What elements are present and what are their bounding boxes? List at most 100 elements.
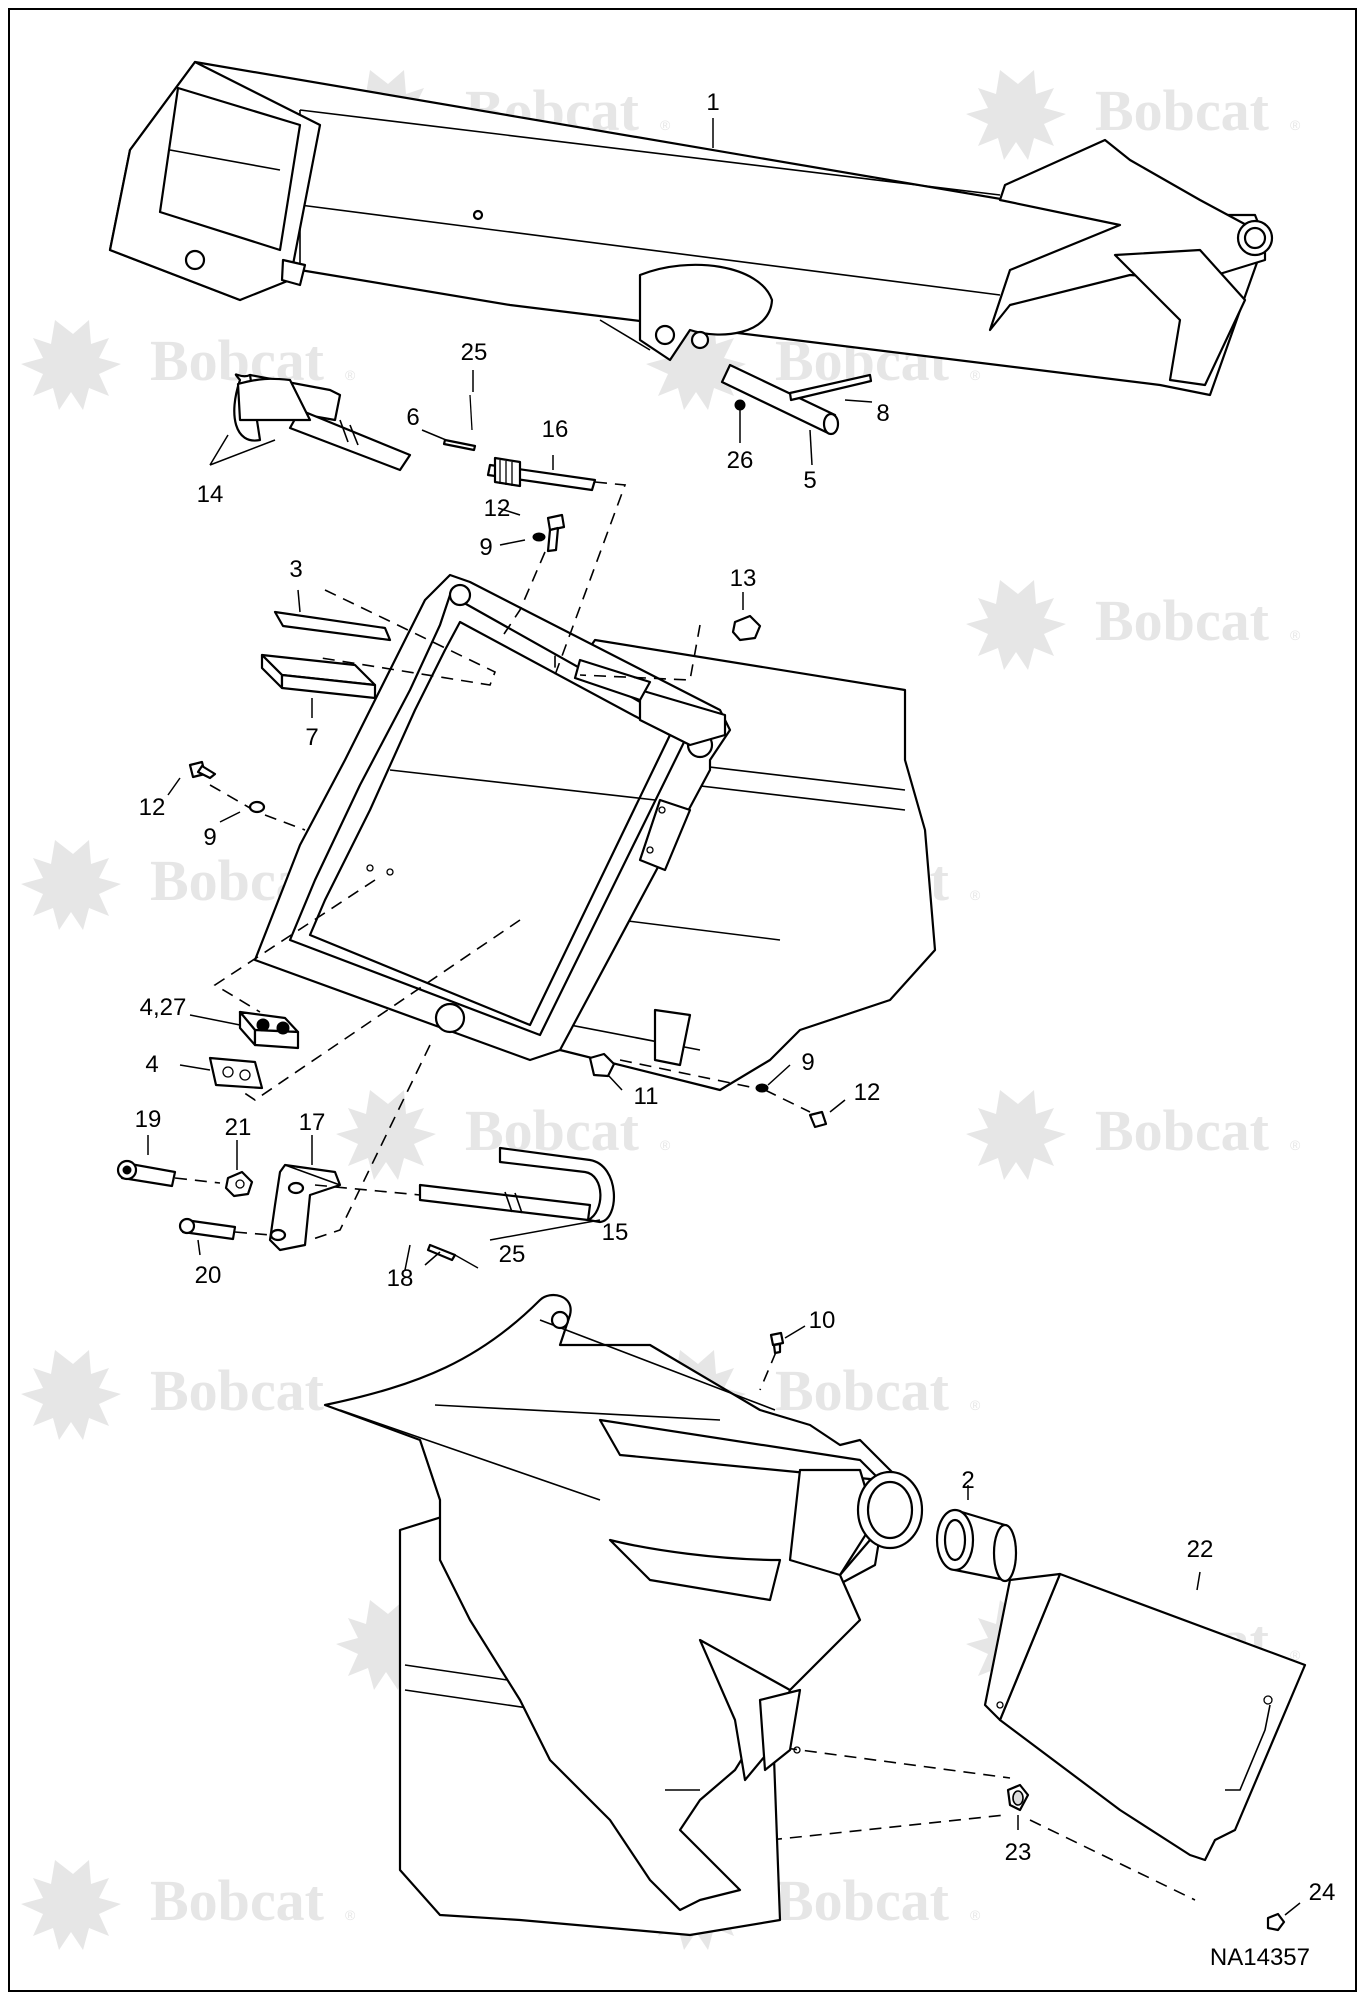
watermark-registered-mark: ®: [660, 1137, 671, 1153]
spacer-part-23: [1006, 1783, 1030, 1812]
boom-lower-section: [323, 1293, 924, 1937]
cover-plate-part-22: [983, 1572, 1307, 1862]
plate-part-4-27: [238, 1010, 300, 1050]
callout-17: 17: [299, 1109, 326, 1136]
callout-6: 6: [406, 404, 419, 431]
pin-part-6: [442, 438, 477, 452]
callout-12-right: 12: [854, 1079, 881, 1106]
strap-part-14: [233, 373, 412, 472]
plate-part-3: [273, 610, 392, 642]
watermark-registered-mark: ®: [1290, 117, 1301, 133]
callout-12-upper: 12: [484, 495, 511, 522]
bolt-part-19: [116, 1159, 177, 1188]
callout-21: 21: [225, 1114, 252, 1141]
watermark-registered-mark: ®: [660, 117, 671, 133]
bobcat-logo-icon: [966, 580, 1066, 670]
callout-13: 13: [730, 565, 757, 592]
callout-9-left: 9: [203, 824, 216, 851]
watermark-registered-mark: ®: [345, 1907, 356, 1923]
bracket-part-17: [268, 1163, 342, 1252]
callout-12-left: 12: [139, 794, 166, 821]
strap-part-15: [418, 1146, 616, 1224]
callout-14: 14: [197, 481, 224, 508]
bushing-part-2: [935, 1508, 1018, 1583]
watermark-registered-mark: ®: [1290, 1137, 1301, 1153]
callout-16: 16: [542, 416, 569, 443]
bobcat-watermark: Bobcat®: [21, 1350, 356, 1440]
callout-19: 19: [135, 1106, 162, 1133]
watermark-registered-mark: ®: [970, 1397, 981, 1413]
hardware-right: [588, 1052, 828, 1129]
lock-part-26: [734, 399, 746, 411]
callout-3: 3: [289, 556, 302, 583]
bobcat-watermark: Bobcat ®: [966, 580, 1301, 670]
callout-9-upper: 9: [479, 534, 492, 561]
drawing-code: NA14357: [1210, 1944, 1310, 1971]
bobcat-logo-icon: [21, 840, 121, 930]
bolt-part-20: [178, 1217, 237, 1241]
watermark-brand-text: Bobcat: [150, 1868, 325, 1933]
watermark-brand-text: Bobcat: [150, 1358, 325, 1423]
callout-9-right: 9: [801, 1049, 814, 1076]
bobcat-logo-icon: [966, 70, 1066, 160]
callout-26: 26: [727, 447, 754, 474]
boom-arm-part-1: [108, 60, 1274, 397]
callout-24: 24: [1309, 1879, 1336, 1906]
bolt-part-24: [1266, 1912, 1286, 1932]
pin-part-25-upper: [469, 394, 473, 431]
callout-4-27: 4,27: [140, 994, 187, 1021]
nut-part-21: [224, 1170, 254, 1198]
bobcat-logo-icon: [966, 1090, 1066, 1180]
callout-4: 4: [145, 1051, 158, 1078]
callout-10: 10: [809, 1307, 836, 1334]
watermark-brand-text: Bobcat: [465, 1098, 640, 1163]
callout-15: 15: [602, 1219, 629, 1246]
pivot-pin-part-5: [720, 363, 873, 436]
pin-part-8: [788, 373, 873, 402]
mount-frame: [253, 573, 732, 1067]
bobcat-logo-icon: [21, 1350, 121, 1440]
bobcat-logo-icon: [21, 320, 121, 410]
watermark-brand-text: Bobcat: [1095, 78, 1270, 143]
grease-fitting-part-10: [759, 1331, 785, 1391]
callout-labels: 1 25 6 16 14 8 26 5 12 9 13 3 7 12 9 4,2…: [135, 89, 1336, 1906]
callout-7: 7: [305, 724, 318, 751]
watermark-brand-text: Bobcat: [775, 1868, 950, 1933]
watermark-registered-mark: ®: [345, 367, 356, 383]
watermark-registered-mark: ®: [1290, 1647, 1301, 1663]
callout-20: 20: [195, 1262, 222, 1289]
callout-2: 2: [961, 1467, 974, 1494]
pin-part-18: [426, 1243, 457, 1262]
spring-pin-part-16: [442, 438, 597, 492]
hardware-upper: [532, 513, 762, 642]
callout-18: 18: [387, 1265, 414, 1292]
hardware-left: [188, 760, 266, 814]
bobcat-watermark: Bobcat ®: [21, 1860, 356, 1950]
callout-22: 22: [1187, 1536, 1214, 1563]
callout-1: 1: [706, 89, 719, 116]
callout-25-lower: 25: [499, 1241, 526, 1268]
assembly-lines: [174, 481, 1196, 1901]
leader-lines: [147, 118, 1301, 1916]
bobcat-watermark: Bobcat ®: [966, 70, 1301, 160]
callout-25-upper: 25: [461, 339, 488, 366]
watermark-registered-mark: ®: [970, 887, 981, 903]
bobcat-logo-icon: [21, 1860, 121, 1950]
callout-23: 23: [1005, 1839, 1032, 1866]
callout-11: 11: [634, 1083, 659, 1110]
watermark-brand-text: Bobcat: [1095, 588, 1270, 653]
watermark-registered-mark: ®: [970, 1907, 981, 1923]
watermark-registered-mark: ®: [1290, 627, 1301, 643]
bobcat-watermark: Bobcat ®: [966, 1090, 1301, 1180]
watermark-brand-text: Bobcat: [775, 1358, 950, 1423]
watermark-registered-mark: ®: [970, 367, 981, 383]
bobcat-watermark: Bobcat ®: [21, 320, 356, 410]
pin-part-25-lower: [454, 1254, 479, 1269]
watermark-brand-text: Bobcat: [150, 328, 325, 393]
callout-8: 8: [876, 400, 889, 427]
callout-5: 5: [803, 467, 816, 494]
plate-part-4: [208, 1056, 264, 1090]
watermark-brand-text: Bobcat: [1095, 1098, 1270, 1163]
block-part-7: [260, 653, 377, 700]
